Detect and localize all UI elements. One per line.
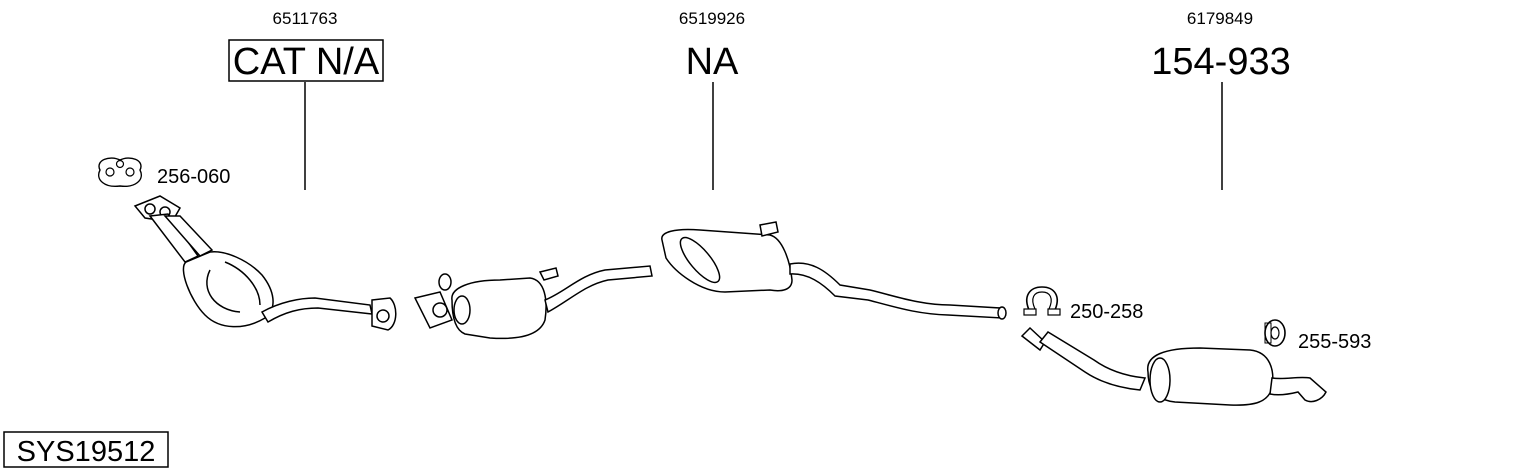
part-number-middle-silencer[interactable]: NA xyxy=(686,41,739,83)
gasket-icon[interactable] xyxy=(98,157,142,187)
middle-silencer-drawing[interactable] xyxy=(413,221,1007,340)
catalytic-converter-drawing[interactable] xyxy=(133,195,397,331)
accessory-rubber-mount-number[interactable]: 255-593 xyxy=(1298,331,1371,353)
part-number-rear-silencer[interactable]: 154-933 xyxy=(1151,41,1290,83)
clamp-icon[interactable] xyxy=(1023,286,1061,316)
oe-number-middle-silencer: 6519926 xyxy=(679,9,745,28)
system-number: SYS19512 xyxy=(17,436,156,468)
accessory-gasket-number[interactable]: 256-060 xyxy=(157,166,230,188)
system-number-box xyxy=(3,431,169,468)
part-number-catalyst[interactable]: CAT N/A xyxy=(233,41,380,83)
rear-silencer-drawing[interactable] xyxy=(1020,326,1327,406)
oe-number-catalyst: 6511763 xyxy=(273,9,338,28)
part-number-box-catalyst xyxy=(228,39,384,82)
rubber-mount-icon[interactable] xyxy=(1264,319,1286,347)
accessory-clamp-number[interactable]: 250-258 xyxy=(1070,301,1143,323)
oe-number-rear-silencer: 6179849 xyxy=(1187,9,1253,28)
